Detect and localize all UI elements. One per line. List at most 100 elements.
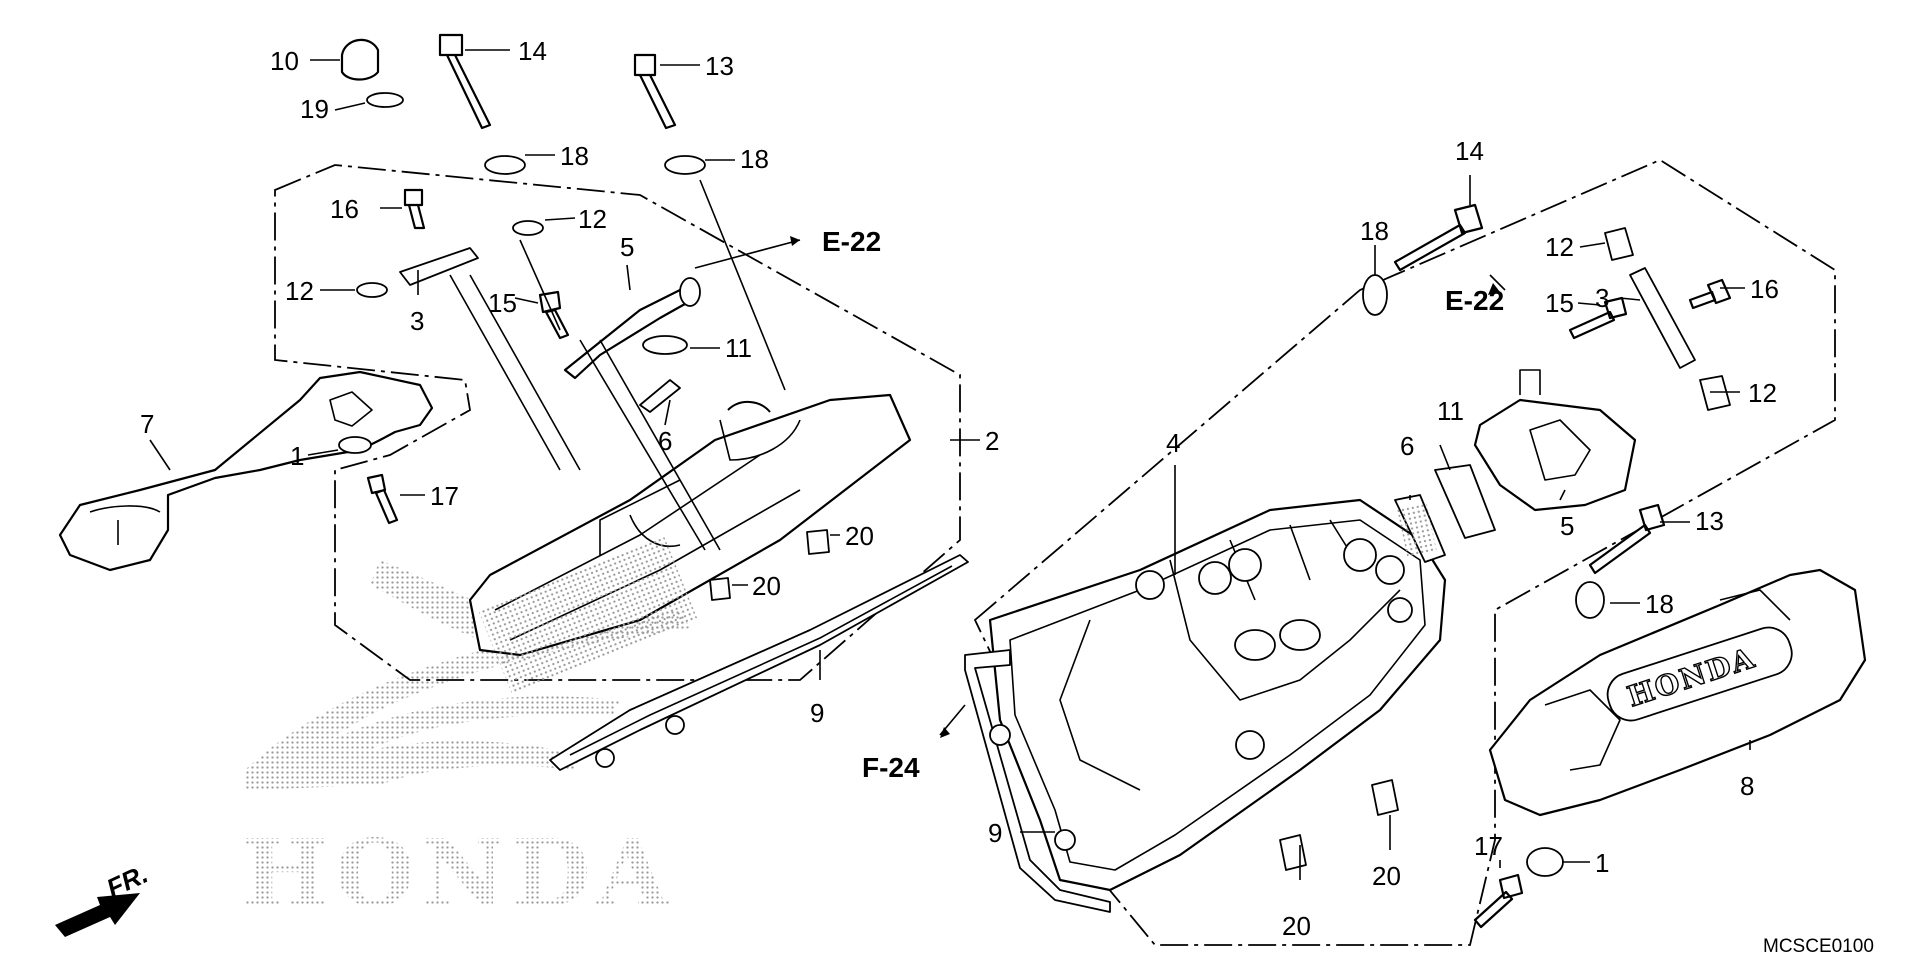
- callout-13-left: 13: [705, 51, 734, 81]
- watermark-wing: [245, 610, 690, 790]
- part-4-rim: [1009, 519, 1426, 871]
- callout-12-left-b: 12: [285, 276, 314, 306]
- part-20-pin-right-1: [1371, 779, 1399, 816]
- part-12-bushing-left-1: [512, 220, 544, 236]
- part-14-bolt-right: [1393, 203, 1484, 272]
- fr-arrow-icon: [55, 893, 140, 937]
- part-11-seal-right: [1434, 464, 1496, 539]
- callout-17-right: 17: [1474, 831, 1503, 861]
- callout-16-left: 16: [330, 194, 359, 224]
- part-5-breather-right: [1473, 398, 1637, 512]
- ref-e22-right[interactable]: E-22: [1445, 285, 1504, 316]
- part-18-grommet-right-1: [1362, 274, 1388, 316]
- callout-12-right-a: 12: [1545, 232, 1574, 262]
- part-4-cylinder-head-cover: [988, 498, 1447, 892]
- part-7-detail: [89, 391, 373, 545]
- part-20-pin-right-2: [1279, 834, 1307, 871]
- ref-e22-left[interactable]: E-22: [822, 226, 881, 257]
- callout-14-left: 14: [518, 36, 547, 66]
- part-9-inner: [569, 565, 953, 756]
- part-11-seal-left: [642, 335, 688, 355]
- part-2-shading: [478, 535, 698, 695]
- callout-16-right: 16: [1750, 274, 1779, 304]
- part-2-rib: [727, 401, 771, 413]
- part-4-boss-3: [1387, 597, 1413, 623]
- callout-5-left: 5: [620, 232, 634, 262]
- callout-20-right-a: 20: [1282, 911, 1311, 941]
- callout-18-left-b: 18: [740, 144, 769, 174]
- part-4-plug-4: [1375, 555, 1405, 585]
- callout-4: 4: [1166, 428, 1180, 458]
- part-10-cap: [340, 38, 380, 81]
- callout-9-right: 9: [988, 818, 1002, 848]
- part-20-pin-left-1: [806, 529, 830, 555]
- part-17-bolt-right: [1473, 873, 1524, 929]
- ref-f24[interactable]: F-24: [862, 752, 920, 783]
- callout-18-right-b: 18: [1645, 589, 1674, 619]
- part-18-grommet-left-1: [484, 155, 526, 175]
- part-16-bolt-right: [1688, 278, 1732, 310]
- part-4-port-1: [1234, 629, 1276, 661]
- right-callouts: 18 14 12 3 16 15 12 4 11 6 5 13 18 8 9 2…: [988, 136, 1779, 941]
- callout-9-left: 9: [810, 698, 824, 728]
- part-14-bolt-left: [438, 33, 492, 130]
- callout-15-right: 15: [1545, 288, 1574, 318]
- callout-2: 2: [985, 426, 999, 456]
- e22-left-arrowhead: [790, 236, 800, 246]
- callout-3-left: 3: [410, 306, 424, 336]
- part-8-detail: [1544, 589, 1791, 771]
- part-18-grommet-right-2: [1575, 581, 1605, 619]
- part-18-grommet-left-2: [664, 155, 706, 175]
- callout-18-left-a: 18: [560, 141, 589, 171]
- diagram-code: MCSCE0100: [1763, 936, 1874, 957]
- callout-6-right: 6: [1400, 431, 1414, 461]
- part-9-gasket-right: [964, 649, 1111, 913]
- callout-20-right-b: 20: [1372, 861, 1401, 891]
- part-1-grommet-right: [1526, 847, 1564, 877]
- part-5-nipple-left: [679, 277, 701, 307]
- watermark-text: HONDA: [242, 819, 674, 927]
- part-19-oring: [366, 92, 404, 108]
- f24-arrowhead: [940, 727, 950, 738]
- right-leaders: [939, 175, 1751, 880]
- right-assembly: HONDA: [939, 158, 1867, 946]
- callout-20-left-a: 20: [845, 521, 874, 551]
- part-17-bolt-left: [366, 473, 399, 525]
- callout-5-right: 5: [1560, 511, 1574, 541]
- callout-14-right: 14: [1455, 136, 1484, 166]
- callout-13-right: 13: [1695, 506, 1724, 536]
- callout-8: 8: [1740, 771, 1754, 801]
- part-20-pin-left-2: [709, 577, 731, 601]
- part-9-boss-2: [665, 715, 685, 735]
- part-6-right-shading: [1397, 502, 1437, 558]
- part-9-gasket: [549, 554, 969, 771]
- part-4-port-2: [1279, 619, 1321, 651]
- part-13-bolt-left: [633, 53, 677, 130]
- part-13-bolt-right: [1588, 503, 1666, 575]
- callout-11-right: 11: [1437, 396, 1464, 426]
- callout-15-left: 15: [488, 288, 517, 318]
- part-4-plug-1: [1198, 561, 1232, 595]
- part-1-grommet-left: [338, 436, 372, 454]
- left-assembly-guides: [449, 179, 786, 551]
- part-5-right-detail: [1519, 369, 1591, 481]
- part-8-emblem: HONDA: [1606, 626, 1793, 722]
- callout-19: 19: [300, 94, 329, 124]
- part-12-bushing-right-1: [1604, 227, 1634, 261]
- callout-1-left: 1: [290, 441, 304, 471]
- part-4-plug-2: [1228, 548, 1262, 582]
- left-leaders: [149, 49, 980, 680]
- callout-17-left: 17: [430, 481, 459, 511]
- part-15-bolt-right: [1568, 296, 1628, 340]
- part-9-boss-1: [595, 748, 615, 768]
- callout-7: 7: [140, 409, 154, 439]
- left-callouts: 10 19 14 13 18 18 12 12 16 3 15 5 11 6 7…: [140, 36, 999, 728]
- part-4-boss-1: [1135, 570, 1165, 600]
- callout-6-left: 6: [658, 426, 672, 456]
- part-4-plug-3: [1343, 538, 1377, 572]
- part-4-boss-2: [1235, 730, 1265, 760]
- callout-20-left-b: 20: [752, 571, 781, 601]
- part-9-boss-right-2: [1054, 829, 1076, 851]
- part-3-bracket-left: [399, 247, 479, 286]
